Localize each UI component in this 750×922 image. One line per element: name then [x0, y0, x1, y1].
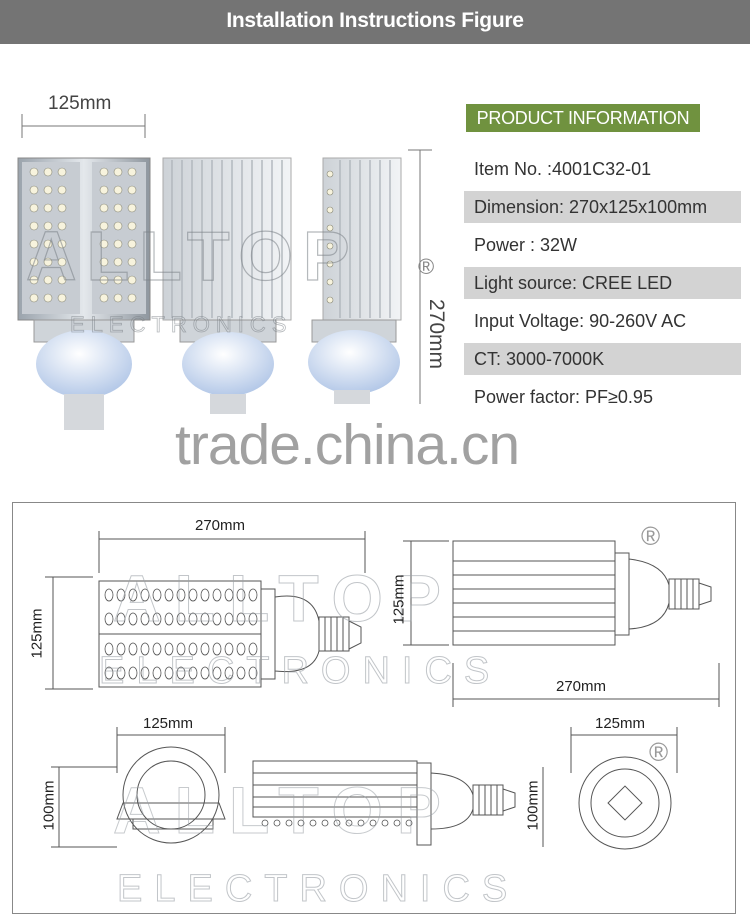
lamp-photo-front [17, 157, 151, 430]
trade-watermark: trade.china.cn [175, 413, 520, 477]
header-title: Installation Instructions Figure [226, 9, 524, 32]
svg-text:ELECTRONICS: ELECTRONICS [117, 868, 519, 910]
front-height-label: 125mm [28, 608, 46, 659]
spec-row: Light source: CREE LED [464, 267, 741, 299]
photo-height-label: 270mm [425, 298, 448, 370]
product-info-title: PRODUCT INFORMATION [466, 104, 700, 132]
side-height-label: 125mm [390, 574, 408, 625]
svg-text:ALLTOP: ALLTOP [113, 773, 455, 847]
product-photo-area: ALLTOP ELECTRONICS 125mm 270mm ® [0, 44, 460, 484]
photo-width-label: 125mm [48, 93, 112, 114]
spec-row: CT: 3000-7000K [464, 343, 741, 375]
svg-text:ELECTRONICS: ELECTRONICS [99, 650, 501, 692]
technical-drawing: ALLTOP ELECTRONICS ALLTOP ELECTRONICS [45, 531, 720, 911]
svg-text:ALLTOP: ALLTOP [113, 561, 455, 635]
technical-drawing-box: ALLTOP ELECTRONICS ALLTOP ELECTRONICS 27… [12, 502, 736, 914]
lamp-photo-back [162, 157, 292, 414]
end-width-label-left: 125mm [143, 715, 194, 732]
spec-row: Input Voltage: 90-260V AC [474, 311, 687, 331]
page-header: Installation Instructions Figure [0, 0, 750, 44]
product-photo: ALLTOP ELECTRONICS [17, 114, 432, 430]
lamp-photo-side [308, 157, 402, 404]
registered-mark-drawing-1: ® [641, 521, 661, 551]
registered-mark-top: ® [418, 254, 435, 279]
svg-text:ALLTOP: ALLTOP [26, 217, 360, 295]
svg-text:ELECTRONICS: ELECTRONICS [70, 312, 292, 337]
spec-row: Dimension: 270x125x100mm [464, 191, 741, 223]
spec-row: Item No. :4001C32-01 [474, 159, 652, 179]
spec-row: Power factor: PF≥0.95 [474, 387, 653, 407]
front-length-label: 270mm [195, 517, 246, 534]
spec-row: Power : 32W [474, 235, 578, 255]
registered-mark-drawing-2: ® [649, 737, 669, 767]
end-width-label-right: 125mm [595, 715, 646, 732]
side-length-label: 270mm [556, 678, 607, 695]
end-height-label-left: 100mm [40, 780, 58, 831]
middle-height-label: 100mm [524, 780, 542, 831]
